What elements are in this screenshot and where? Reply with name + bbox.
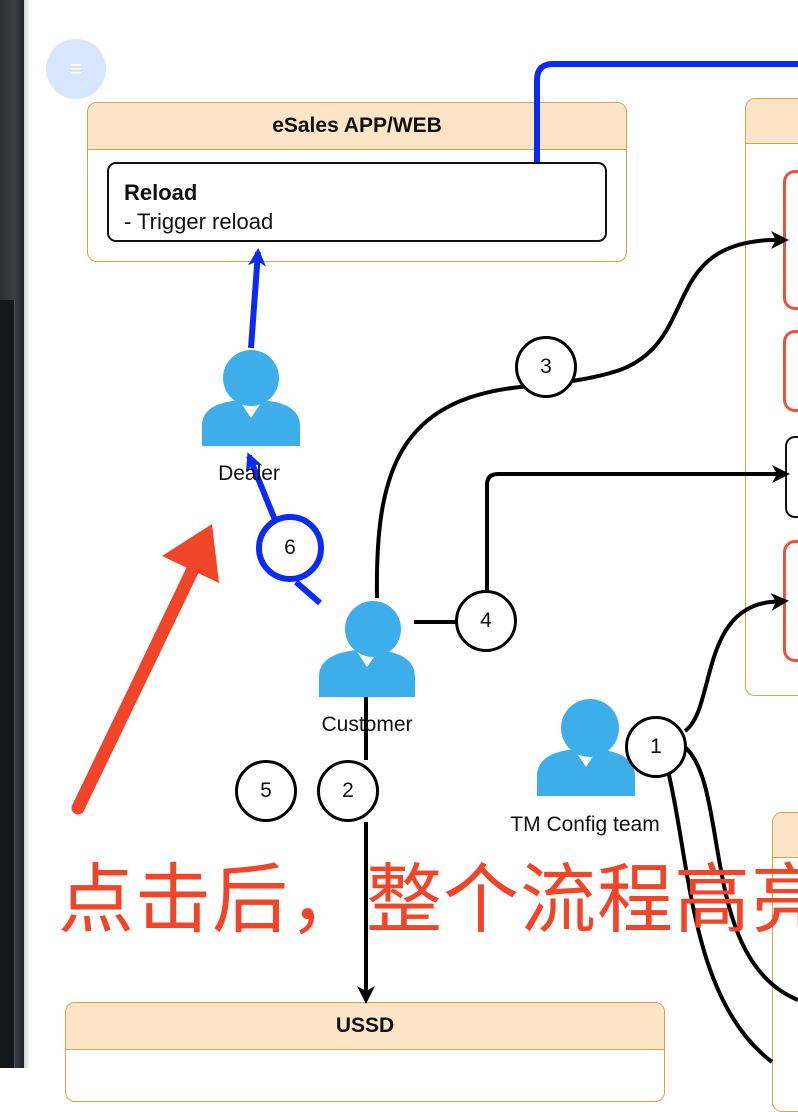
- menu-icon[interactable]: ≡: [46, 39, 106, 99]
- edge-dealer-to-reload: [248, 248, 266, 349]
- annotation-text: 点击后，整个流程高亮: [58, 855, 798, 944]
- customer-label: Customer: [321, 713, 413, 736]
- edge-6-to-dealer: [245, 452, 278, 522]
- dealer-actor-icon: [202, 350, 300, 446]
- step-node-2[interactable]: 2: [317, 760, 379, 822]
- reload-description: - Trigger reload: [124, 209, 274, 234]
- edge-step-4b: [485, 465, 790, 591]
- annotation-arrow-head: [162, 524, 219, 583]
- edge-step-1-up: [683, 592, 789, 733]
- customer-actor-icon: [319, 601, 415, 697]
- edge-step-1-down-b: [684, 746, 798, 1002]
- step-node-4[interactable]: 4: [455, 590, 517, 652]
- step-node-5[interactable]: 5: [235, 760, 297, 822]
- reload-title: Reload: [124, 180, 198, 205]
- edge-customer-to-dealer: [294, 579, 322, 606]
- diagram-edges: [71, 61, 798, 1064]
- dealer-label: Dealer: [218, 462, 280, 485]
- right-lower-container: [772, 812, 798, 1112]
- step-node-3[interactable]: 3: [515, 336, 577, 398]
- step-node-6[interactable]: 6: [256, 514, 324, 582]
- tm-config-actor-icon: [537, 699, 635, 796]
- ussd-title: USSD: [66, 1003, 664, 1050]
- reload-box[interactable]: Reload - Trigger reload: [107, 162, 607, 242]
- canvas-shadow: [24, 0, 30, 1068]
- tm-config-label: TM Config team: [510, 813, 660, 836]
- edge-reload-to-right: [534, 61, 798, 162]
- right-box-red-2[interactable]: [783, 330, 798, 412]
- edge-step-3: [374, 231, 789, 599]
- edge-step-1-down-a: [666, 770, 774, 1064]
- left-panel-edge: [0, 0, 24, 1068]
- annotation-arrow-shaft: [71, 558, 202, 815]
- step-node-1[interactable]: 1: [625, 716, 687, 778]
